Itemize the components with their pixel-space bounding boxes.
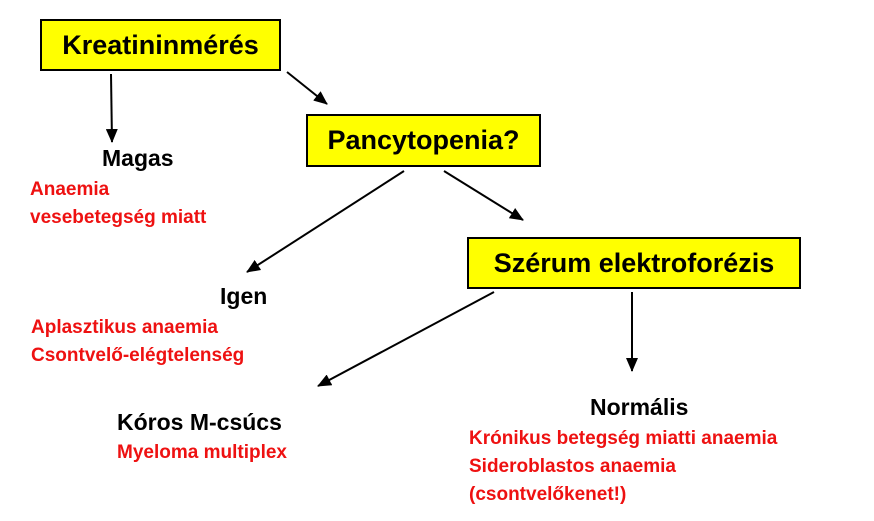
arrow-szerum-to-koros [317,291,495,387]
normalis-note: Sideroblastos anaemia [469,456,676,477]
magas-note: Anaemia [30,179,110,200]
igen-note: Csontvelő-elégtelenség [31,345,245,366]
szerum-box: Szérum elektroforézis [467,237,801,289]
pancytopenia-box: Pancytopenia? [306,114,541,167]
normalis-label: Normális [590,394,689,420]
arrow-pancytopenia-to-igen [246,170,405,273]
koros-notes: Myeloma multiplex [117,439,287,467]
koros-note: Myeloma multiplex [117,442,287,463]
pancytopenia-label: Pancytopenia? [327,125,520,155]
igen-note: Aplasztikus anaemia [31,317,218,338]
normalis-notes: Krónikus betegség miatti anaemia Siderob… [469,425,777,509]
normalis-note: Krónikus betegség miatti anaemia [469,428,778,449]
szerum-label: Szérum elektroforézis [493,247,775,278]
koros-label: Kóros M-csúcs [117,409,282,435]
magas-note: vesebetegség miatt [30,207,207,228]
kreatinin-box: Kreatininmérés [40,19,281,71]
arrow-kreatinin-to-pancytopenia [286,71,328,105]
magas-notes: Anaemia vesebetegség miatt [30,176,206,232]
arrow-pancytopenia-to-szerum [443,170,524,221]
magas-label: Magas [102,145,174,171]
igen-label: Igen [220,283,268,309]
kreatinin-label: Kreatininmérés [62,29,259,60]
igen-notes: Aplasztikus anaemia Csontvelő-elégtelens… [31,314,244,370]
normalis-note: (csontvelőkenet!) [469,484,627,505]
arrow-kreatinin-to-magas [105,73,118,143]
